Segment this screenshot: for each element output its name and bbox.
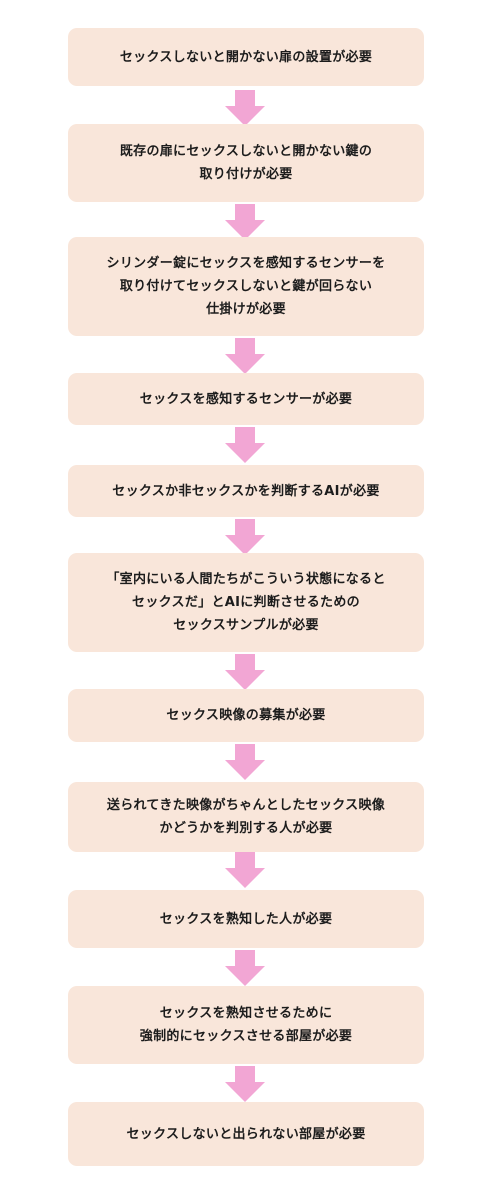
down-arrow-icon [221,654,269,690]
flow-step-9: セックスを熟知した人が必要 [68,890,424,948]
flow-step-11-text: セックスしないと出られない部屋が必要 [126,1126,366,1142]
flow-step-10-text: セックスを熟知させるために 強制的にセックスさせる部屋が必要 [139,1006,353,1044]
down-arrow-icon [221,338,269,374]
flow-step-4-text: セックスを感知するセンサーが必要 [139,391,353,407]
flow-step-5-text: セックスか非セックスかを判断するAIが必要 [112,483,380,499]
down-arrow-icon [221,519,269,555]
flow-step-10: セックスを熟知させるために 強制的にセックスさせる部屋が必要 [68,986,424,1064]
down-arrow-icon [221,1066,269,1102]
down-arrow-icon [221,852,269,888]
flow-step-4: セックスを感知するセンサーが必要 [68,373,424,425]
down-arrow-icon [221,950,269,986]
flow-step-6: 「室内にいる人間たちがこういう状態になると セックスだ」とAIに判断させるための… [68,553,424,652]
flow-step-2: 既存の扉にセックスしないと開かない鍵の 取り付けが必要 [68,124,424,202]
down-arrow-icon [221,427,269,463]
flow-step-3: シリンダー錠にセックスを感知するセンサーを 取り付けてセックスしないと鍵が回らな… [68,237,424,336]
flow-step-3-text: シリンダー錠にセックスを感知するセンサーを 取り付けてセックスしないと鍵が回らな… [106,256,386,317]
flow-step-8: 送られてきた映像がちゃんとしたセックス映像 かどうかを判別する人が必要 [68,782,424,852]
down-arrow-icon [221,90,269,126]
flow-step-9-text: セックスを熟知した人が必要 [159,911,333,927]
flow-step-11: セックスしないと出られない部屋が必要 [68,1102,424,1166]
down-arrow-icon [221,204,269,240]
flow-step-8-text: 送られてきた映像がちゃんとしたセックス映像 かどうかを判別する人が必要 [106,798,386,836]
flow-step-6-text: 「室内にいる人間たちがこういう状態になると セックスだ」とAIに判断させるための… [106,572,386,633]
flow-step-7: セックス映像の募集が必要 [68,689,424,742]
flow-step-2-text: 既存の扉にセックスしないと開かない鍵の 取り付けが必要 [119,144,373,182]
down-arrow-icon [221,744,269,780]
flow-step-1-text: セックスしないと開かない扉の設置が必要 [119,49,373,65]
flow-step-7-text: セックス映像の募集が必要 [166,708,326,723]
flow-step-5: セックスか非セックスかを判断するAIが必要 [68,465,424,517]
flow-step-1: セックスしないと開かない扉の設置が必要 [68,28,424,86]
